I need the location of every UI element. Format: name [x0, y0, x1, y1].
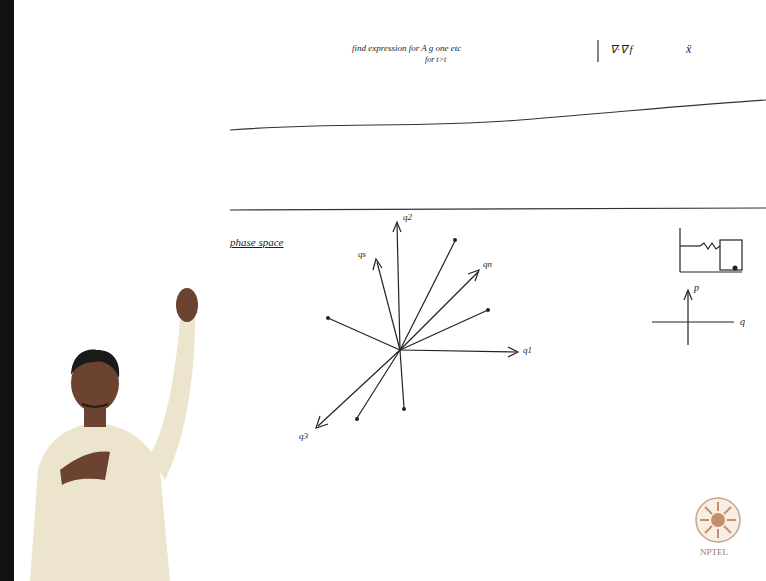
- phase-points: [326, 238, 490, 421]
- lecturer-figure: [30, 288, 198, 581]
- note-text: find expression for A g one etc: [352, 44, 461, 54]
- section-heading: phase space: [230, 236, 283, 248]
- board-line: [230, 208, 766, 210]
- phase-space-axes: [316, 222, 518, 428]
- axis-label: q2: [403, 213, 412, 223]
- axis-label: p: [694, 282, 699, 293]
- frame-edge: [0, 0, 14, 581]
- nptel-logo: [696, 498, 740, 542]
- axis-label: qs: [358, 250, 366, 260]
- p-q-axes: [652, 290, 734, 345]
- axis-label: q1: [523, 346, 532, 356]
- axis-label: q: [740, 316, 745, 327]
- axis-label: qn: [483, 260, 492, 270]
- axis-label: q3: [299, 432, 308, 442]
- note-text: for t>t: [425, 56, 446, 65]
- divider-stroke: [597, 40, 598, 62]
- board-line: [230, 100, 766, 130]
- watermark: NPTEL: [700, 548, 728, 558]
- box-sketch: [680, 228, 742, 272]
- formula: ∇·∇ f: [610, 43, 633, 55]
- symbol: ẍ: [686, 43, 691, 56]
- particle-dot: [733, 266, 738, 271]
